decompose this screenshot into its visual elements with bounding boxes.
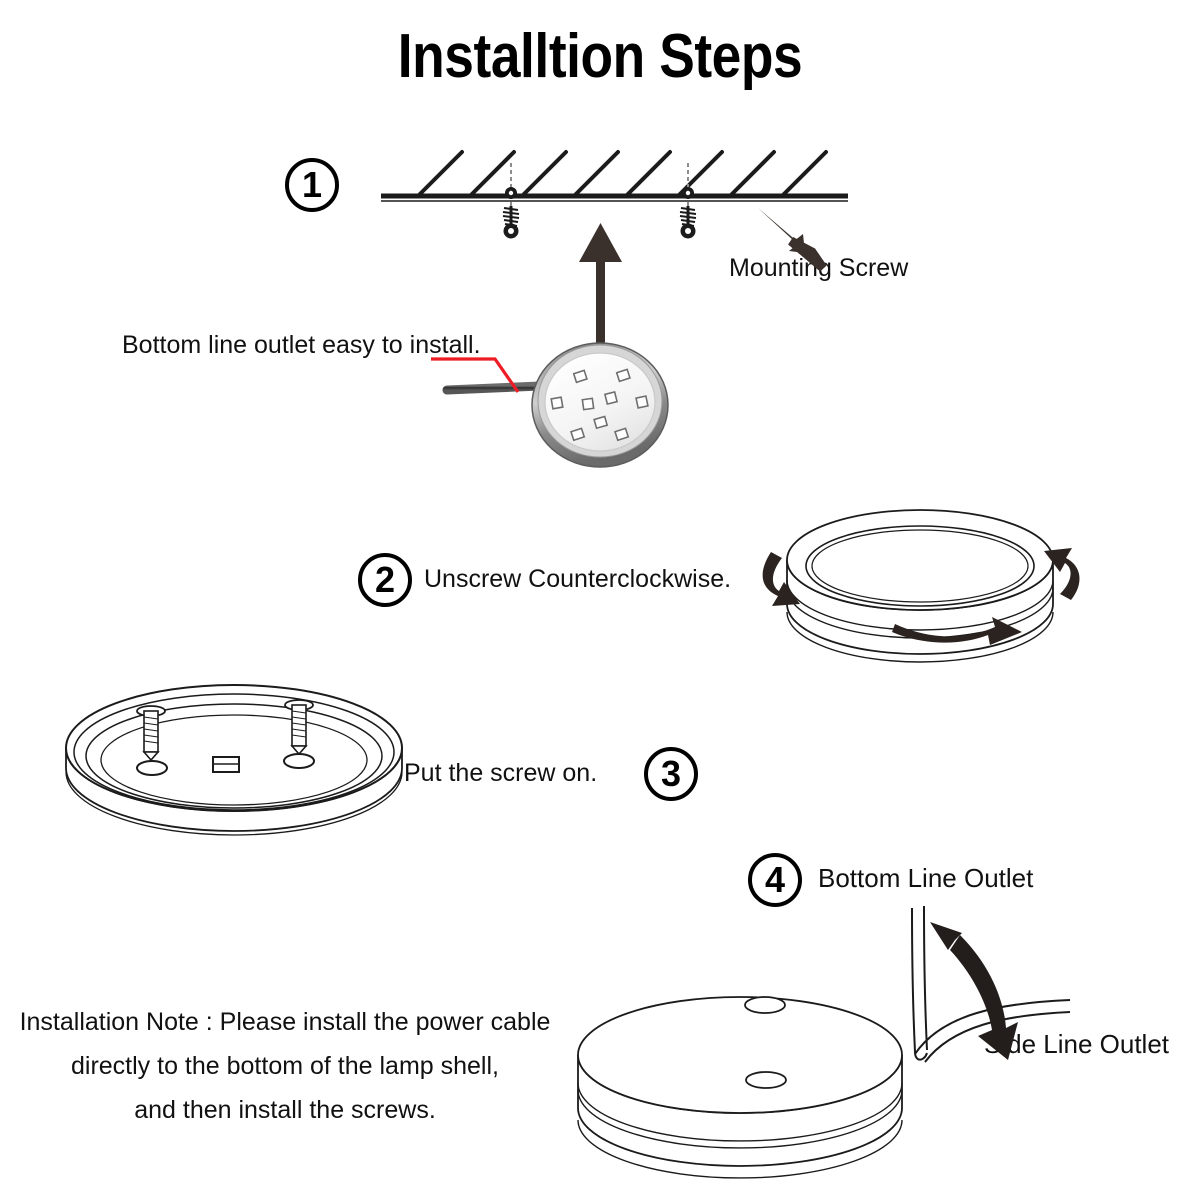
mounting-screw-label: Mounting Screw xyxy=(729,254,909,282)
cable-connector-icon xyxy=(212,756,240,773)
step-badge-2-label: 2 xyxy=(374,559,396,600)
screw-icon-left xyxy=(136,705,166,762)
put-the-screw-on-label: Put the screw on. xyxy=(404,759,598,787)
outlet-hole-upper xyxy=(744,996,786,1014)
screw-icon-right xyxy=(284,699,314,756)
step-badge-1-label: 1 xyxy=(301,164,323,205)
step3-base-plate-illustration xyxy=(65,684,403,836)
ceiling-hatch-icon xyxy=(416,150,828,198)
rotate-arrow-right-icon xyxy=(1044,548,1080,600)
screw-hole-left xyxy=(136,760,168,776)
installation-note: Installation Note : Please install the p… xyxy=(0,1000,570,1132)
led-chips-icon xyxy=(550,368,649,442)
lamp-rim xyxy=(531,342,669,468)
screw-hole-right xyxy=(283,753,315,769)
mounting-screw-icon-left xyxy=(502,163,520,239)
mounting-screw-icon-right xyxy=(679,163,697,239)
installation-note-line-1: Installation Note : Please install the p… xyxy=(19,1008,551,1036)
step-badge-4: 4 xyxy=(748,853,802,907)
power-cable xyxy=(442,381,545,395)
bottom-line-outlet-cable xyxy=(911,905,928,1061)
installation-note-line-3: and then install the screws. xyxy=(134,1096,436,1124)
installation-note-line-2: directly to the bottom of the lamp shell… xyxy=(71,1052,499,1080)
unscrew-counterclockwise-label: Unscrew Counterclockwise. xyxy=(424,565,732,593)
install-direction-up-arrow-icon xyxy=(579,223,622,355)
outlet-hole-lower xyxy=(745,1071,787,1089)
step-badge-3-label: 3 xyxy=(660,753,682,794)
step-badge-3: 3 xyxy=(644,747,698,801)
rotate-arrow-left-icon xyxy=(762,552,800,606)
side-line-outlet-label: Side Line Outlet xyxy=(984,1029,1170,1059)
lamp-face xyxy=(544,352,656,452)
step-badge-4-label: 4 xyxy=(764,859,786,900)
ceiling-group xyxy=(381,150,848,272)
bottom-line-outlet-leader xyxy=(431,357,520,393)
rotate-arrow-bottom-icon xyxy=(892,617,1022,645)
bottom-line-outlet-easy-label: Bottom line outlet easy to install. xyxy=(122,331,481,359)
step-badge-2: 2 xyxy=(358,553,412,607)
bottom-line-outlet-label: Bottom Line Outlet xyxy=(818,863,1034,893)
page-title: Installtion Steps xyxy=(397,22,803,91)
step-badge-1: 1 xyxy=(285,158,339,212)
step2-housing-illustration xyxy=(762,509,1080,663)
